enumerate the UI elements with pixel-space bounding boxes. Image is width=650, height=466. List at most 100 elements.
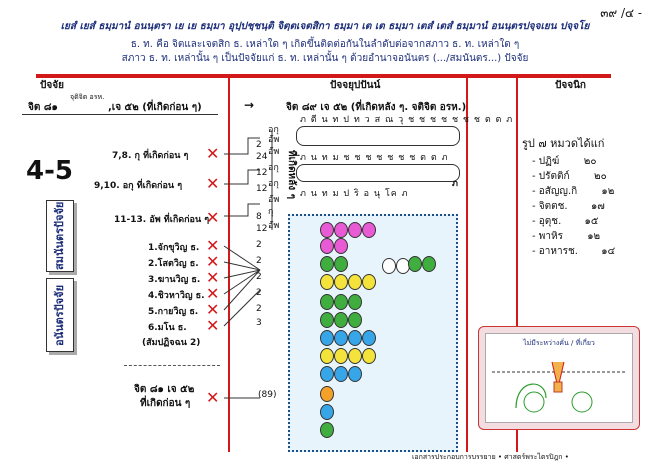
bead xyxy=(320,386,334,402)
left-item-akusala: 9,10. อกุ ที่เกิดก่อน ๆ xyxy=(94,178,182,192)
top-left-tail: ,เจ ๕๒ (ที่เกิดก่อน ๆ) xyxy=(108,100,202,115)
bead xyxy=(348,330,362,346)
mid-number-2: 24 xyxy=(256,152,267,162)
mid-label-8: อัพ xyxy=(268,132,279,146)
bead xyxy=(348,366,362,382)
chain-row-2: ภ น ท ม ช ช ช ช ช ช ช ต ต ภ xyxy=(300,150,449,164)
x-mark-1: ✕ xyxy=(206,146,219,162)
chain-row-1-frame xyxy=(296,126,460,146)
bead xyxy=(334,366,348,382)
citta-bead-panel xyxy=(288,214,458,452)
rupa-list: - ปฏิฆ์ ๒๐ - ปรัตติก์ ๒๐ - อสัญญ.กิ ๑๒ -… xyxy=(532,154,615,259)
vinnana-item-5: 5.กายวิญ ธ. xyxy=(148,304,198,318)
mid-label-1: อัพ xyxy=(268,144,279,158)
vinnana-item-2: 2.โสตวิญ ธ. xyxy=(148,256,199,270)
bead xyxy=(362,274,376,290)
bead xyxy=(320,422,334,438)
vinnana-item-3: 3.ฆานวิญ ธ. xyxy=(148,272,200,286)
x-mark-2: ✕ xyxy=(206,176,219,192)
bead xyxy=(334,274,348,290)
mid-label-2: อกุ xyxy=(268,160,279,174)
rupa-item: - พาหิร ๑๒ xyxy=(532,229,615,244)
mid-number-1: 2 xyxy=(256,140,262,150)
mid-number-7: 2 xyxy=(256,240,262,250)
rupa-item: - อาหารช. ๑๔ xyxy=(532,244,615,259)
chain-row-2-frame xyxy=(296,164,460,182)
top-left-citta: จิต ๘๑ xyxy=(28,100,58,115)
section-label-paccayuppanna: ปัจจยุปปันน์ xyxy=(330,78,380,93)
illustration-box: ไม่มีระหว่างคั่น / ที่เกี่ยว xyxy=(478,326,640,430)
bead xyxy=(320,348,334,364)
bead xyxy=(334,330,348,346)
bead xyxy=(334,256,348,272)
big-number: 4-5 xyxy=(26,156,73,186)
x-mark-9: ✕ xyxy=(206,318,219,334)
thai-translation-line-2: สภาว ธ. ท. เหล่านั้น ๆ เป็นปัจจัยแก่ ธ. … xyxy=(0,52,650,65)
footer: เอกสารประกอบการบรรยาย • ศาสตร์พระไตรปิฎก… xyxy=(412,452,569,463)
bead xyxy=(348,274,362,290)
pali-header: เยสํ เยสํ ธมฺมานํ อนนฺตรา เย เย ธมฺมา อุ… xyxy=(0,20,650,33)
bead xyxy=(334,294,348,310)
mid-number-10: 2 xyxy=(256,288,262,298)
bead xyxy=(348,294,362,310)
mid-number-8: 2 xyxy=(256,256,262,266)
top-left-sup: จุติจิต อรห. xyxy=(70,92,104,103)
top-arrow: → xyxy=(244,98,254,112)
vinnana-item-sampaticchana: (สัมปฏิจฉน 2) xyxy=(142,335,200,349)
chain-end: ภ xyxy=(452,176,458,190)
bead xyxy=(320,238,334,254)
rupa-list-title: รูป ๗ หมวดได้แก่ xyxy=(522,136,604,151)
bead xyxy=(320,256,334,272)
vinnana-item-1: 1.จักขุวิญ ธ. xyxy=(148,240,199,254)
bead xyxy=(408,256,422,272)
side-box-samanantara: สมนันตรปัจจัย xyxy=(46,200,74,272)
bead xyxy=(362,222,376,238)
chain-row-3: ภ น ท ม ป ริ อ นุ โค ภ xyxy=(300,186,409,200)
bottom-left-line1: จิต ๘๑ เจ ๕๒ xyxy=(134,382,194,397)
left-item-abyakata: 11-13. อัพ ที่เกิดก่อน ๆ xyxy=(114,212,209,226)
bead xyxy=(422,256,436,272)
connector-lines xyxy=(220,120,290,420)
illustration-panel: ไม่มีระหว่างคั่น / ที่เกี่ยว xyxy=(485,333,633,423)
mid-number-5: 8 xyxy=(256,212,262,222)
mid-label-6: อัพ xyxy=(268,218,279,232)
bead xyxy=(320,312,334,328)
illustration-drawing xyxy=(486,348,632,420)
side-label-samanantara: สมนันตรปัจจัย xyxy=(47,201,73,271)
rupa-item: - อสัญญ.กิ ๑๒ xyxy=(532,184,615,199)
bead xyxy=(334,348,348,364)
section-label-paccanika: ปัจจนิก xyxy=(555,78,586,93)
mid-number-11: 2 xyxy=(256,304,262,314)
rupa-item: - ปฏิฆ์ ๒๐ xyxy=(532,154,615,169)
bottom-left-line2: ที่เกิดก่อน ๆ xyxy=(140,396,190,411)
bead xyxy=(382,258,396,274)
bead xyxy=(334,222,348,238)
x-mark-10: ✕ xyxy=(206,390,219,406)
side-label-anantara: อนันตรปัจจัย xyxy=(47,279,73,351)
bead xyxy=(348,312,362,328)
section-divider-bar xyxy=(36,74,611,78)
mid-number-6: 12 xyxy=(256,224,267,234)
thai-translation-line-1: ธ. ท. คือ จิตและเจตสิก ธ. เหล่าใด ๆ เกิด… xyxy=(0,38,650,51)
mid-number-4: 12 xyxy=(256,184,267,194)
bead xyxy=(348,348,362,364)
bead xyxy=(320,274,334,290)
mid-number-3: 12 xyxy=(256,168,267,178)
section-label-paccaya: ปัจจัย xyxy=(40,78,64,93)
rupa-item: - ปรัตติก์ ๒๐ xyxy=(532,169,615,184)
divider-right xyxy=(466,74,468,452)
vinnana-item-6: 6.มโน ธ. xyxy=(148,320,187,334)
left-item-kusala: 7,8. กุ ที่เกิดก่อน ๆ xyxy=(112,148,188,162)
bead xyxy=(362,330,376,346)
top-row-underline xyxy=(22,114,218,115)
bead xyxy=(334,312,348,328)
bead xyxy=(320,404,334,420)
vinnana-item-4: 4.ชิวหาวิญ ธ. xyxy=(148,288,205,302)
rupa-item: - จิตตช. ๑๗ xyxy=(532,199,615,214)
bead xyxy=(320,330,334,346)
x-mark-3: ✕ xyxy=(206,210,219,226)
bead xyxy=(348,222,362,238)
bead xyxy=(334,238,348,254)
dashed-separator xyxy=(124,365,220,366)
side-box-anantara: อนันตรปัจจัย xyxy=(46,278,74,352)
